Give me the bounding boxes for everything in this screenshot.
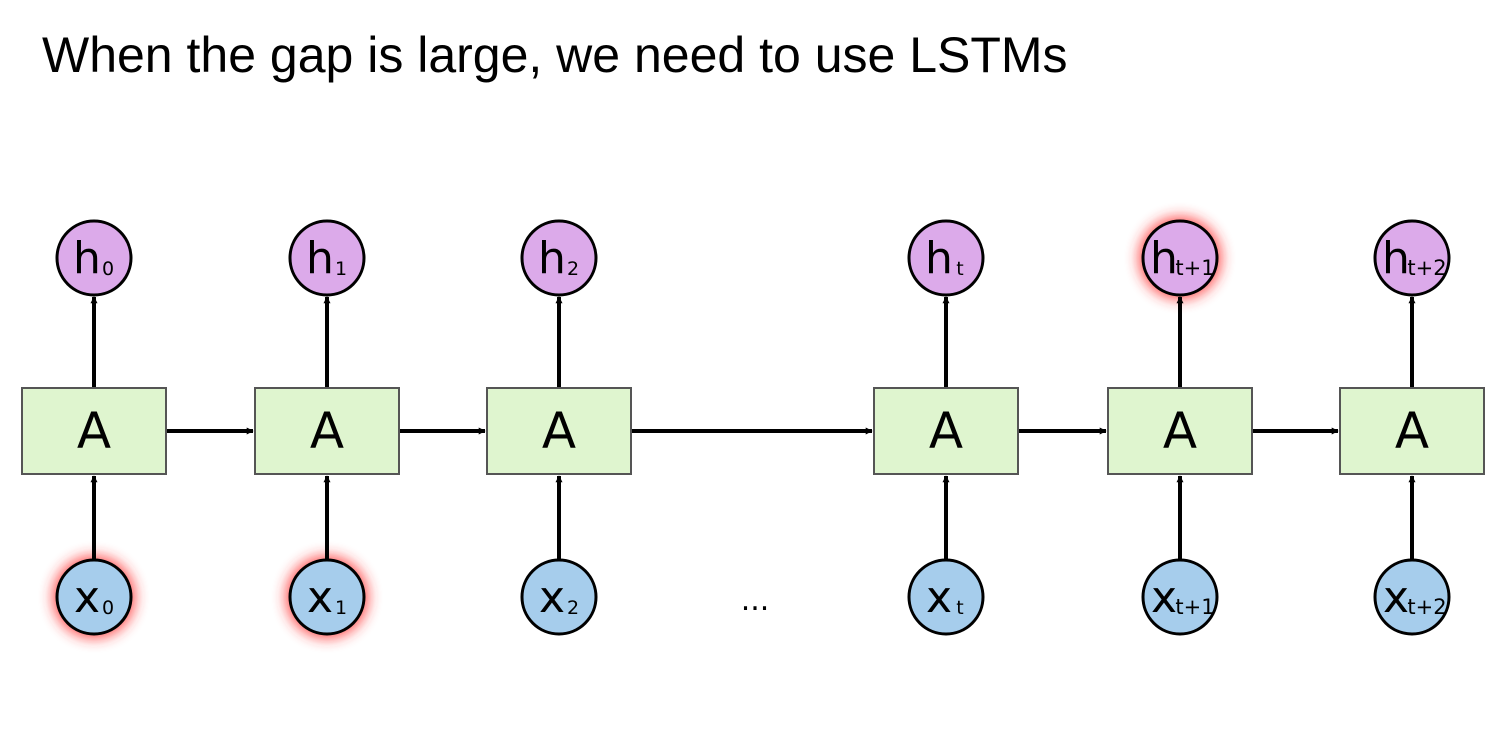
output-node-3-circle — [907, 219, 985, 297]
input-node-5-var-label: x — [1383, 572, 1409, 623]
output-node-0-subscript: 0 — [102, 258, 114, 280]
input-node-3-var-label: x — [926, 572, 952, 623]
rnn-cell-3: A — [873, 387, 1019, 475]
rnn-cell-label: A — [77, 402, 111, 460]
input-node-4-var-label: x — [1151, 572, 1177, 623]
input-node-1-var-label: x — [307, 572, 333, 623]
rnn-cell-1: A — [254, 387, 400, 475]
input-node-1-subscript: 1 — [335, 597, 347, 619]
input-node-5-circle — [1373, 558, 1451, 636]
rnn-cell-label: A — [929, 402, 963, 460]
rnn-cell-box — [1107, 387, 1253, 475]
input-node-0-var-label: x — [74, 572, 100, 623]
input-node-4-subscript: t+1 — [1175, 595, 1214, 619]
rnn-cell-box — [1339, 387, 1485, 475]
rnn-cell-box — [21, 387, 167, 475]
rnn-cell-label: A — [310, 402, 344, 460]
rnn-cell-5: A — [1339, 387, 1485, 475]
input-node-4-circle — [1141, 558, 1219, 636]
output-node-4: ht+1 — [1141, 219, 1219, 297]
rnn-cell-label: A — [1395, 402, 1429, 460]
input-node-2-subscript: 2 — [567, 597, 579, 619]
input-node-5-subscript: t+2 — [1407, 595, 1446, 619]
rnn-cell-label: A — [542, 402, 576, 460]
rnn-cell-box — [254, 387, 400, 475]
input-node-5: xt+2 — [1373, 558, 1451, 636]
rnn-cell-4: A — [1107, 387, 1253, 475]
rnn-cell-2: A — [486, 387, 632, 475]
input-node-3-subscript: t — [956, 597, 963, 619]
output-node-3-var-label: h — [925, 233, 953, 284]
output-node-1-var-label: h — [306, 233, 334, 284]
output-node-2-var-label: h — [538, 233, 566, 284]
output-node-2-circle — [520, 219, 598, 297]
input-node-2-var-label: x — [539, 572, 565, 623]
output-node-1-circle — [288, 219, 366, 297]
ellipsis-label: ... — [741, 583, 770, 618]
output-node-4-subscript: t+1 — [1175, 256, 1214, 280]
output-node-5: ht+2 — [1373, 219, 1451, 297]
output-node-4-var-label: h — [1150, 233, 1178, 284]
output-node-5-subscript: t+2 — [1407, 256, 1446, 280]
output-node-5-circle — [1373, 219, 1451, 297]
input-node-4: xt+1 — [1141, 558, 1219, 636]
arrow-layer — [90, 296, 1416, 560]
output-node-0-var-label: h — [73, 233, 101, 284]
output-node-3-subscript: t — [956, 258, 963, 280]
input-node-1-circle — [288, 558, 366, 636]
input-node-0-subscript: 0 — [102, 597, 114, 619]
input-node-0-circle — [55, 558, 133, 636]
output-node-1-subscript: 1 — [335, 258, 347, 280]
rnn-cell-box — [486, 387, 632, 475]
output-node-0-circle — [55, 219, 133, 297]
output-node-4-circle — [1141, 219, 1219, 297]
slide-title: When the gap is large, we need to use LS… — [42, 27, 1068, 83]
input-node-3-circle — [907, 558, 985, 636]
rnn-cell-0: A — [21, 387, 167, 475]
highlight-glow-layer — [53, 217, 1221, 638]
output-node-5-var-label: h — [1382, 233, 1410, 284]
output-node-2-subscript: 2 — [567, 258, 579, 280]
rnn-cell-box — [873, 387, 1019, 475]
rnn-cell-label: A — [1163, 402, 1197, 460]
input-node-2-circle — [520, 558, 598, 636]
